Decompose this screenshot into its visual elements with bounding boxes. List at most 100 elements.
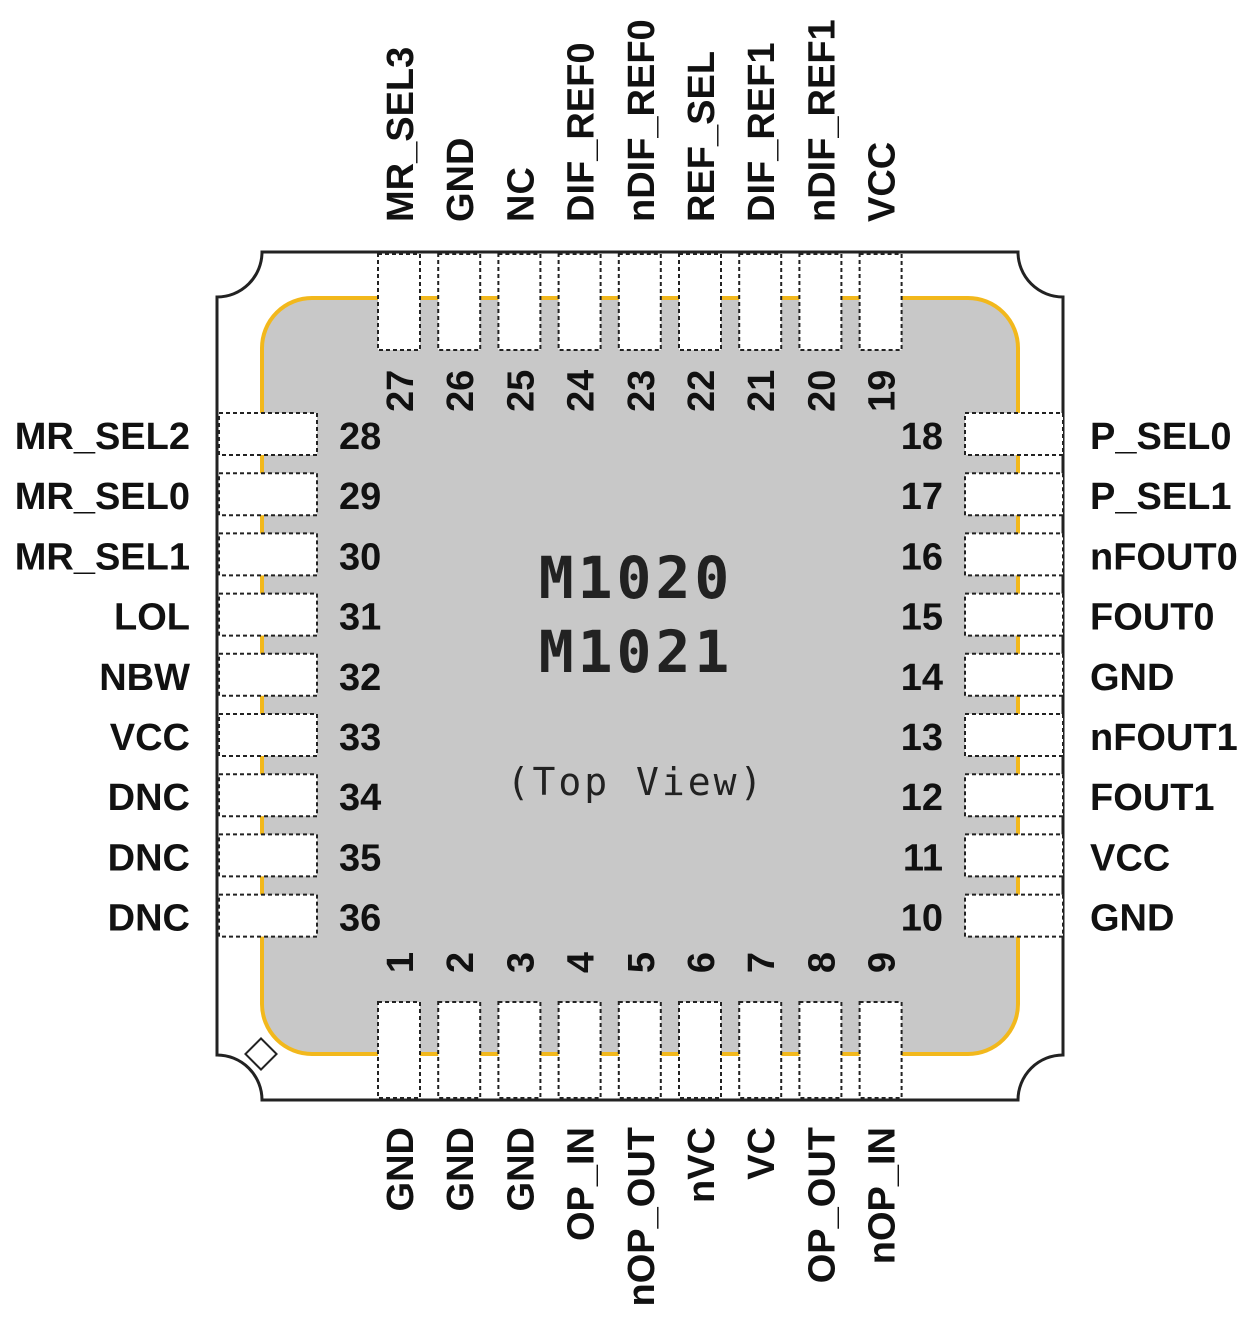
pin-number-30: 30 [339,536,381,578]
pin-name-7: VC [741,1127,783,1180]
pin-number-28: 28 [339,416,381,458]
pad-top-27 [377,253,421,351]
pin-number-6: 6 [681,952,723,973]
view-label: (Top View) [507,760,766,804]
pin-number-26: 26 [440,370,482,412]
pin-number-15: 15 [901,597,943,639]
pin-name-26: GND [440,138,482,222]
pin-number-2: 2 [440,952,482,973]
pin-number-5: 5 [621,952,663,973]
pin-number-32: 32 [339,657,381,699]
pin-name-11: VCC [1090,837,1170,879]
pad-top-20 [798,253,843,351]
pad-bottom-9 [858,1001,903,1099]
pad-left-29 [218,472,318,517]
pin-name-29: MR_SEL0 [15,476,190,518]
pad-bottom-2 [437,1001,482,1099]
pin-number-18: 18 [901,416,943,458]
pin1-index-mark [244,1037,278,1071]
pin-number-4: 4 [561,952,603,973]
pin-number-23: 23 [621,370,663,412]
pad-right-18 [964,412,1064,456]
pin-name-6: nVC [681,1127,723,1203]
pin-name-28: MR_SEL2 [15,416,190,458]
pad-top-26 [437,253,482,351]
pin-number-14: 14 [901,657,943,699]
pin-name-34: DNC [108,777,190,819]
pin-number-25: 25 [500,370,542,412]
chip-title-line1: M1020 [539,544,734,612]
pin-name-19: VCC [862,142,904,222]
pad-bottom-7 [738,1001,783,1099]
pin-number-17: 17 [901,476,943,518]
pin-name-12: FOUT1 [1090,777,1215,819]
pin-name-31: LOL [114,597,190,639]
pad-bottom-8 [798,1001,843,1099]
pad-top-21 [738,253,783,351]
pin-name-22: REF_SEL [681,51,723,222]
pad-top-22 [678,253,722,351]
pad-top-19 [858,253,903,351]
pin-number-10: 10 [901,898,943,940]
pin-number-33: 33 [339,717,381,759]
pin-number-13: 13 [901,717,943,759]
pin-name-32: NBW [99,657,190,699]
pin-name-33: VCC [110,717,190,759]
pin-name-36: DNC [108,898,190,940]
pin-number-20: 20 [801,370,843,412]
pin-name-10: GND [1090,898,1174,940]
pad-left-31 [218,592,318,637]
pin-name-21: DIF_REF1 [741,43,783,222]
pad-bottom-5 [617,1001,662,1099]
pin-number-16: 16 [901,536,943,578]
pin-name-35: DNC [108,837,190,879]
pin-name-16: nFOUT0 [1090,536,1238,578]
pad-left-32 [218,652,318,697]
pin-number-11: 11 [903,837,943,879]
pin-name-13: nFOUT1 [1090,717,1238,759]
pin-name-5: nOP_OUT [621,1127,663,1306]
pin-name-3: GND [500,1127,542,1211]
pin-number-9: 9 [862,952,904,973]
pad-right-14 [964,652,1064,697]
pin-name-18: P_SEL0 [1090,416,1232,458]
pin-number-7: 7 [741,952,783,973]
pad-left-33 [218,713,318,757]
chip-title-line2: M1021 [539,618,734,686]
pad-top-25 [497,253,542,351]
pin-name-14: GND [1090,657,1174,699]
pin-number-22: 22 [681,370,723,412]
pin-name-20: nDIF_REF1 [801,19,843,222]
pin-number-29: 29 [339,476,381,518]
pin-number-3: 3 [500,952,542,973]
pad-right-15 [964,592,1064,637]
pad-left-30 [218,532,318,577]
pad-bottom-6 [678,1001,722,1099]
pad-bottom-1 [377,1001,421,1099]
pad-right-12 [964,773,1064,818]
pad-top-24 [557,253,602,351]
pin-number-1: 1 [380,952,422,973]
pad-right-16 [964,532,1064,577]
pin-name-30: MR_SEL1 [15,536,190,578]
pin-name-27: MR_SEL3 [380,47,422,222]
pin-name-24: DIF_REF0 [561,43,603,222]
pads-layer [218,253,1064,1099]
pin-name-8: OP_OUT [801,1127,843,1283]
pin-number-24: 24 [561,370,603,412]
pin-number-21: 21 [741,370,783,412]
pin-number-35: 35 [339,837,381,879]
pad-bottom-4 [557,1001,602,1099]
pin-name-1: GND [380,1127,422,1211]
pad-bottom-3 [497,1001,542,1099]
pin-number-27: 27 [380,370,422,412]
pin-number-12: 12 [901,777,943,819]
pad-left-28 [218,412,318,456]
pad-right-13 [964,713,1064,757]
pin-name-15: FOUT0 [1090,597,1215,639]
pin-number-34: 34 [339,777,381,819]
